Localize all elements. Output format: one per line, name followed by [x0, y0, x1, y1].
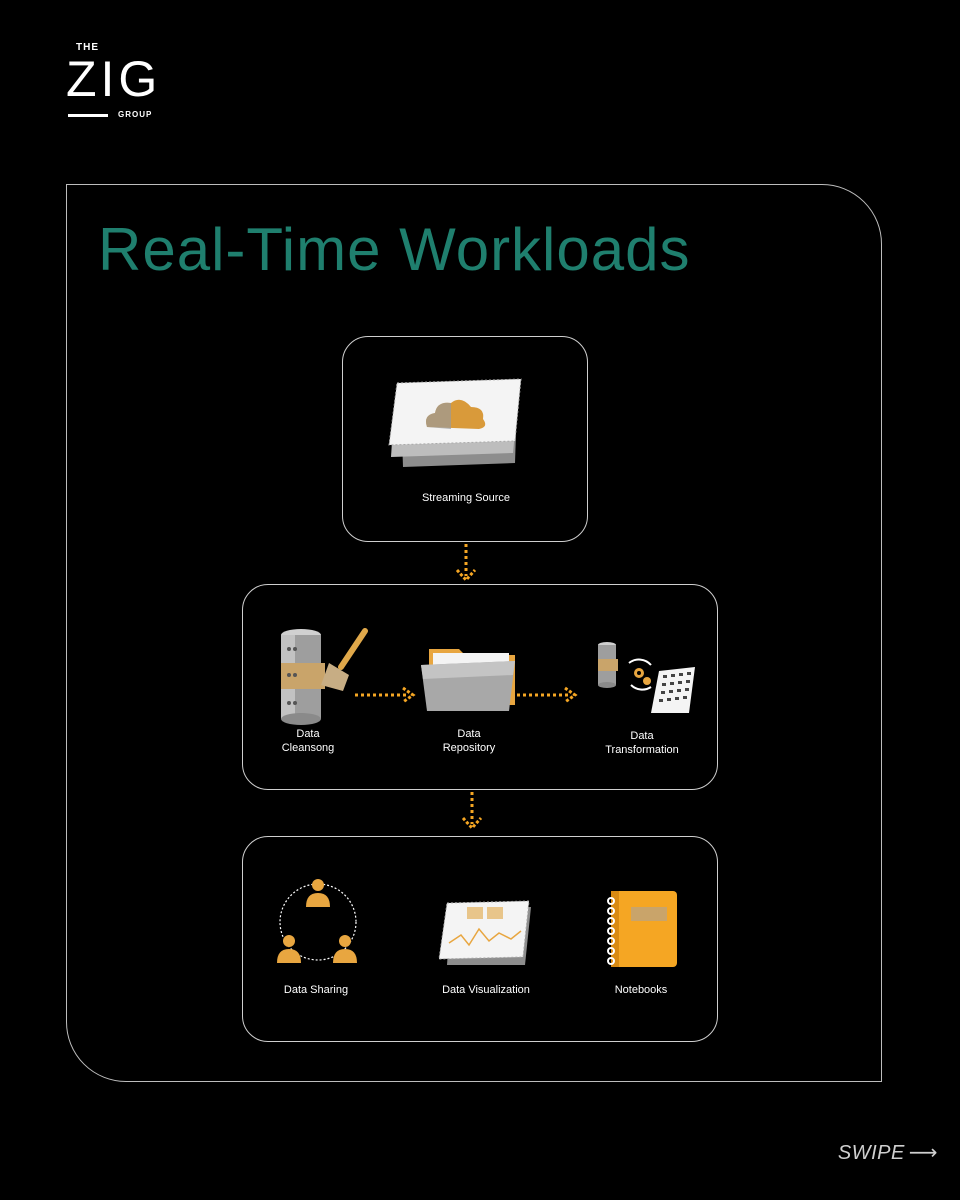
- zig-group-logo: THE ZIG GROUP: [62, 42, 172, 128]
- swipe-hint[interactable]: SWIPE⟶: [838, 1140, 938, 1165]
- data-sharing-label: Data Sharing: [283, 984, 349, 996]
- flow-arrow-down-2: [461, 792, 483, 831]
- logo-underline: [68, 114, 108, 117]
- content-frame: [66, 184, 882, 1082]
- people-cycle-icon: [277, 879, 357, 963]
- notebooks-label: Notebooks: [614, 984, 668, 996]
- database-broom-icon: [281, 628, 368, 725]
- notebook-icon: [607, 891, 677, 967]
- outputs-box: Data Sharing Data Visualization Notebook…: [242, 836, 718, 1042]
- data-repository-label: Data Repository: [442, 728, 496, 754]
- dashboard-icon: [438, 900, 531, 965]
- data-visualization-label: Data Visualization: [442, 984, 530, 996]
- arrow-right-icon: ⟶: [908, 1142, 938, 1164]
- folder-icon: [421, 649, 515, 711]
- data-transformation-label: Data Transformation: [605, 730, 679, 756]
- logo-zig-text: ZIG: [66, 51, 162, 107]
- data-cleansing-label: Data Cleansong: [281, 728, 335, 754]
- swipe-text: SWIPE: [837, 1142, 905, 1164]
- cloud-card-icon: [388, 378, 522, 467]
- flow-arrow-right-1: [355, 686, 416, 704]
- page-title: Real-Time Workloads: [98, 216, 691, 283]
- processing-box: Data Cleansong Data Repository: [242, 584, 718, 790]
- logo-the-text: THE: [76, 42, 99, 53]
- flow-arrow-right-2: [517, 686, 578, 704]
- streaming-source-box: Streaming Source: [342, 336, 588, 542]
- flow-arrow-down-1: [455, 544, 477, 583]
- streaming-source-label: Streaming Source: [421, 492, 511, 504]
- transform-gears-icon: [598, 642, 695, 713]
- logo-group-text: GROUP: [118, 110, 153, 119]
